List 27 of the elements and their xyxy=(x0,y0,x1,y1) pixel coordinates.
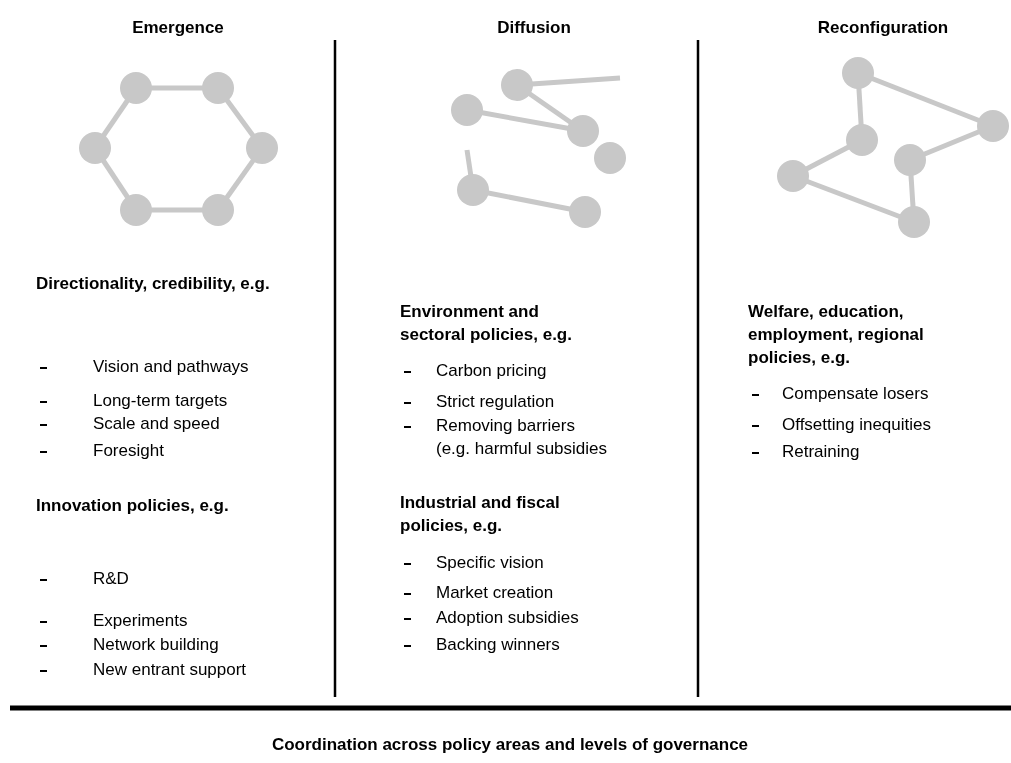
list-item: Offsetting inequities xyxy=(782,414,931,436)
list-item: Foresight xyxy=(93,440,164,462)
list-item: R&D xyxy=(93,568,129,590)
section-heading: Welfare, education, employment, regional policies, e.g. xyxy=(748,301,925,369)
list-item: Carbon pricing xyxy=(436,360,547,382)
list-item: Adoption subsidies xyxy=(436,607,579,629)
list-item: Long-term targets xyxy=(93,390,228,412)
column-heading: Reconfiguration xyxy=(817,17,949,39)
footer-text: Coordination across policy areas and levels of governance xyxy=(271,734,749,756)
list-item: Scale and speed xyxy=(93,413,220,435)
list-item: Removing barriers (e.g. harmful subsidies xyxy=(436,415,609,460)
list-item: New entrant support xyxy=(93,659,247,681)
section-heading: Industrial and fiscal policies, e.g. xyxy=(400,492,561,537)
list-item: Specific vision xyxy=(436,552,544,574)
list-item: Strict regulation xyxy=(436,391,555,413)
list-item: Experiments xyxy=(93,610,188,632)
list-item: Network building xyxy=(93,634,219,656)
list-item: Vision and pathways xyxy=(93,356,249,378)
section-heading: Innovation policies, e.g. xyxy=(36,495,230,517)
list-item: Compensate losers xyxy=(782,383,929,405)
list-item: Retraining xyxy=(782,441,860,463)
column-heading: Diffusion xyxy=(497,17,571,39)
list-item: Backing winners xyxy=(436,634,560,656)
section-heading: Environment and sectoral policies, e.g. xyxy=(400,301,573,346)
list-item: Market creation xyxy=(436,582,554,604)
column-heading: Emergence xyxy=(132,17,224,39)
section-heading: Directionality, credibility, e.g. xyxy=(36,273,271,295)
